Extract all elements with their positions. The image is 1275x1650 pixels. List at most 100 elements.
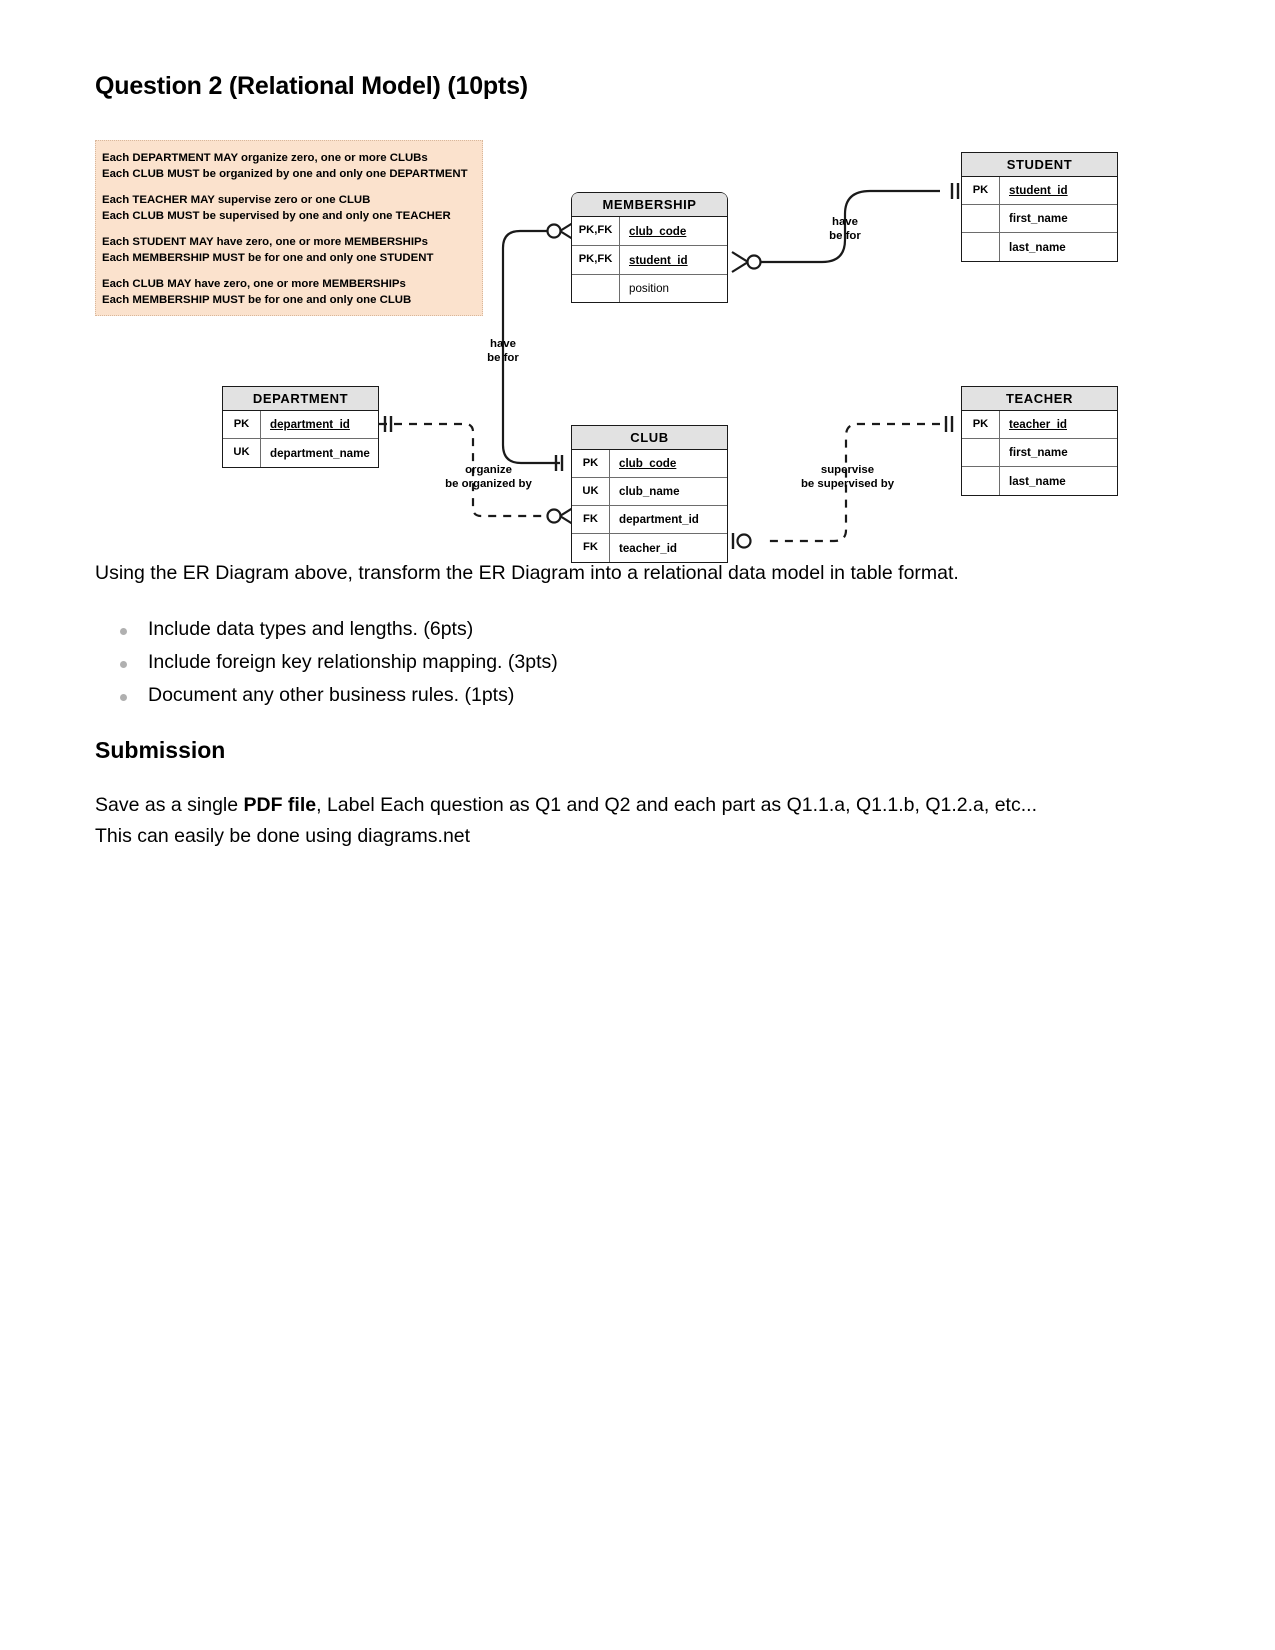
entity-club[interactable]: CLUB PK club_code UK club_name FK depart…	[571, 425, 728, 563]
er-diagram: MEMBERSHIP (have / be for) --> MEMBERSHI…	[0, 0, 1275, 580]
attribute-name: first_name	[1009, 212, 1068, 225]
attribute-name: club_name	[619, 485, 680, 498]
list-item-label: Include data types and lengths. (6pts)	[148, 618, 474, 640]
entity-membership[interactable]: MEMBERSHIP PK,FK club_code PK,FK student…	[571, 192, 728, 303]
relationship-label-student-membership: have be for	[810, 215, 880, 243]
attribute-row: last_name	[962, 233, 1117, 261]
wire-student-membership	[760, 189, 940, 264]
attribute-name: department_id	[619, 513, 699, 526]
bullet-dot-icon	[120, 661, 127, 668]
attribute-row: PK teacher_id	[962, 411, 1117, 439]
entity-student[interactable]: STUDENT PK student_id first_name last_na…	[961, 152, 1118, 262]
relationship-verb: supervise	[820, 464, 875, 476]
attribute-key	[572, 275, 620, 302]
attribute-key	[962, 439, 1000, 466]
attribute-row: PK,FK student_id	[572, 246, 727, 275]
entity-student-title: STUDENT	[962, 153, 1117, 177]
wire-department-club	[379, 422, 545, 518]
attribute-row: PK,FK club_code	[572, 217, 727, 246]
attribute-name: first_name	[1009, 446, 1068, 459]
relationship-verb: have	[490, 338, 516, 350]
business-rule-line: Each CLUB MUST be supervised by one and …	[102, 209, 451, 222]
entity-department[interactable]: DEPARTMENT PK department_id UK departmen…	[222, 386, 379, 468]
business-rule-line: Each CLUB MAY have zero, one or more MEM…	[102, 278, 406, 290]
attribute-row: FK department_id	[572, 506, 727, 534]
attribute-key: UK	[572, 478, 610, 505]
attribute-row: first_name	[962, 439, 1117, 467]
business-rule-line: Each DEPARTMENT MAY organize zero, one o…	[102, 152, 428, 164]
attribute-key: FK	[572, 506, 610, 533]
relationship-inverse: be for	[829, 230, 861, 242]
relationship-inverse: be supervised by	[800, 478, 895, 490]
business-rule-line: Each TEACHER MAY supervise zero or one C…	[102, 194, 371, 206]
attribute-row: PK student_id	[962, 177, 1117, 205]
attribute-key	[962, 233, 1000, 261]
attribute-name: club_code	[629, 224, 687, 238]
attribute-name: position	[629, 282, 669, 295]
attribute-name: student_id	[629, 253, 688, 267]
relationship-inverse: be for	[487, 352, 519, 364]
attribute-name: club_code	[619, 457, 677, 470]
entity-membership-title: MEMBERSHIP	[572, 193, 727, 217]
optional-circle-club-department	[546, 508, 562, 524]
relationship-label-teacher-club: supervise be supervised by	[770, 463, 925, 491]
attribute-row: UK club_name	[572, 478, 727, 506]
attribute-key: PK	[572, 450, 610, 477]
attribute-name: teacher_id	[1009, 418, 1067, 431]
list-item: Document any other business rules. (1pts…	[95, 684, 995, 717]
page-title: Question 2 (Relational Model) (10pts)	[95, 72, 528, 100]
attribute-key: PK	[962, 411, 1000, 438]
submission-text-before: Save as a single	[95, 794, 244, 816]
entity-club-title: CLUB	[572, 426, 727, 450]
list-item: Include data types and lengths. (6pts)	[95, 618, 995, 651]
attribute-key: PK,FK	[572, 217, 620, 245]
attribute-row: PK club_code	[572, 450, 727, 478]
list-item-label: Document any other business rules. (1pts…	[148, 684, 515, 706]
business-rule-line: Each MEMBERSHIP MUST be for one and only…	[102, 251, 434, 264]
attribute-key	[962, 205, 1000, 232]
attribute-row: FK teacher_id	[572, 534, 727, 562]
attribute-key: PK	[962, 177, 1000, 204]
attribute-row: last_name	[962, 467, 1117, 495]
optional-circle-club-teacher	[736, 533, 752, 549]
crowfoot-membership-student	[731, 251, 751, 273]
entity-teacher[interactable]: TEACHER PK teacher_id first_name last_na…	[961, 386, 1118, 496]
relationship-verb: have	[832, 216, 858, 228]
attribute-key: PK,FK	[572, 246, 620, 274]
submission-text-after: , Label Each question as Q1 and Q2 and e…	[316, 794, 1037, 816]
entity-department-title: DEPARTMENT	[223, 387, 378, 411]
relationship-label-club-membership: have be for	[468, 337, 538, 365]
instruction-text: Using the ER Diagram above, transform th…	[95, 562, 959, 584]
optional-circle-membership-student	[746, 254, 762, 270]
business-rule-line: Each MEMBERSHIP MUST be for one and only…	[102, 293, 412, 306]
attribute-name: department_name	[270, 446, 370, 460]
wire-club-membership	[501, 229, 560, 465]
attribute-name: department_id	[270, 418, 350, 431]
business-rule-line: Each CLUB MUST be organized by one and o…	[102, 167, 468, 180]
list-item: Include foreign key relationship mapping…	[95, 651, 995, 684]
attribute-row: UK department_name	[223, 439, 378, 467]
list-item-label: Include foreign key relationship mapping…	[148, 651, 558, 673]
submission-line-2: This can easily be done using diagrams.n…	[95, 825, 471, 847]
attribute-name: student_id	[1009, 184, 1068, 197]
relationship-label-department-club: organize be organized by	[411, 463, 566, 491]
attribute-row: PK department_id	[223, 411, 378, 439]
attribute-key	[962, 467, 1000, 495]
bullet-dot-icon	[120, 694, 127, 701]
optional-circle-membership-club	[546, 223, 562, 239]
attribute-key: FK	[572, 534, 610, 562]
business-rule-line: Each STUDENT MAY have zero, one or more …	[102, 236, 428, 248]
attribute-key: PK	[223, 411, 261, 438]
attribute-name: last_name	[1009, 240, 1066, 254]
submission-pdf-emphasis: PDF file	[243, 794, 317, 816]
attribute-row: position	[572, 275, 727, 302]
attribute-row: first_name	[962, 205, 1117, 233]
business-rules-box: Each DEPARTMENT MAY organize zero, one o…	[95, 140, 483, 316]
bullet-dot-icon	[120, 628, 127, 635]
relationship-verb: organize	[465, 464, 512, 476]
submission-line-1: Save as a single PDF file, Label Each qu…	[95, 794, 1037, 817]
er-connector-lines: MEMBERSHIP (have / be for) --> MEMBERSHI…	[379, 183, 960, 549]
entity-teacher-title: TEACHER	[962, 387, 1117, 411]
relationship-inverse: be organized by	[445, 478, 532, 490]
